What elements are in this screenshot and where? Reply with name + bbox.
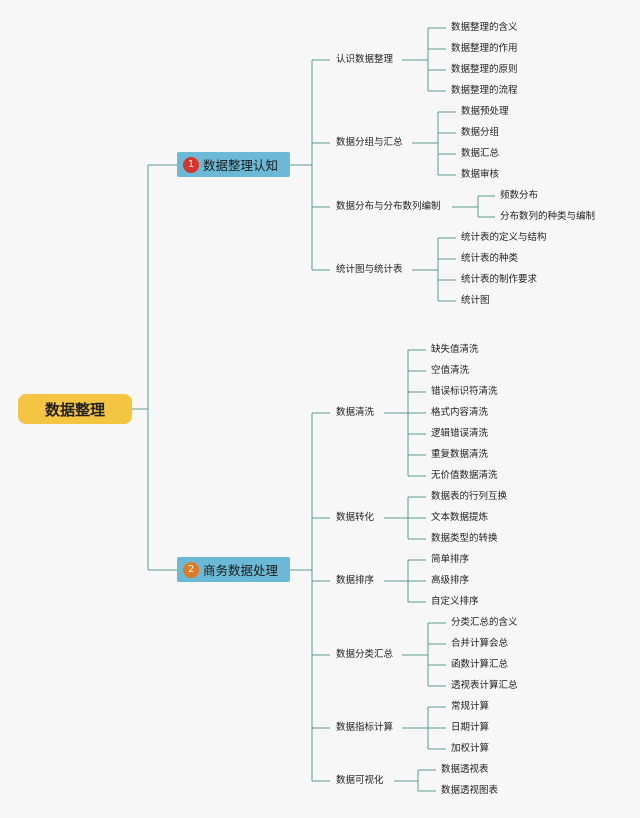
group-label: 认识数据整理 [336,54,394,65]
group-label: 数据分组与汇总 [336,137,403,148]
leaf-label: 日期计算 [451,722,490,733]
root-node: 数据整理 [18,394,132,424]
leaf-label: 数据汇总 [461,148,500,159]
leaf-label: 文本数据提炼 [431,512,489,523]
leaf-label: 高级排序 [431,575,470,586]
leaf-label: 透视表计算汇总 [451,680,518,691]
leaf-label: 函数计算汇总 [451,659,509,670]
group-label: 数据分布与分布数列编制 [336,201,441,212]
leaf-label: 数据预处理 [461,106,509,117]
leaf-label: 统计表的制作要求 [461,274,538,285]
leaf-label: 数据透视图表 [441,785,499,796]
group-label: 数据可视化 [336,775,384,786]
branch-node-1: 1 数据整理认知 [177,152,290,177]
leaf-label: 简单排序 [431,554,470,565]
leaf-label: 统计图 [461,295,490,306]
branch-number-badge: 1 [183,156,199,173]
leaf-label: 加权计算 [451,743,490,754]
leaf-label: 常规计算 [451,701,490,712]
leaf-label: 数据整理的流程 [451,85,518,96]
branch-number-badge: 2 [183,561,199,578]
leaf-label: 统计表的定义与结构 [461,232,547,243]
leaf-label: 缺失值清洗 [431,344,479,355]
leaf-label: 错误标识符清洗 [431,386,498,397]
branch-label: 商务数据处理 [203,563,279,578]
leaf-label: 自定义排序 [431,596,479,607]
leaf-label: 分布数列的种类与编制 [500,211,596,222]
leaf-label: 数据审核 [461,169,500,180]
group-label: 数据清洗 [336,407,375,418]
leaf-label: 合并计算会总 [451,638,509,649]
leaf-label: 分类汇总的含义 [451,617,518,628]
leaf-label: 频数分布 [500,190,539,201]
leaf-label: 空值清洗 [431,365,470,376]
group-label: 数据指标计算 [336,722,394,733]
group-label: 统计图与统计表 [336,264,403,275]
leaf-label: 数据分组 [461,127,500,138]
leaf-label: 无价值数据清洗 [431,470,498,481]
leaf-label: 逻辑错误清洗 [431,428,489,439]
group-label: 数据分类汇总 [336,649,394,660]
group-label: 数据排序 [336,575,375,586]
leaf-label: 数据表的行列互换 [431,491,508,502]
leaf-label: 重复数据清洗 [431,449,489,460]
branch-node-2: 2 商务数据处理 [177,557,290,582]
branch-label: 数据整理认知 [203,158,279,173]
leaf-label: 数据类型的转换 [431,533,498,544]
leaf-label: 统计表的种类 [461,253,519,264]
leaf-label: 格式内容清洗 [431,407,489,418]
leaf-label: 数据整理的含义 [451,22,518,33]
leaf-label: 数据整理的原则 [451,64,518,75]
leaf-label: 数据透视表 [441,764,489,775]
leaf-label: 数据整理的作用 [451,43,518,54]
group-label: 数据转化 [336,512,375,523]
